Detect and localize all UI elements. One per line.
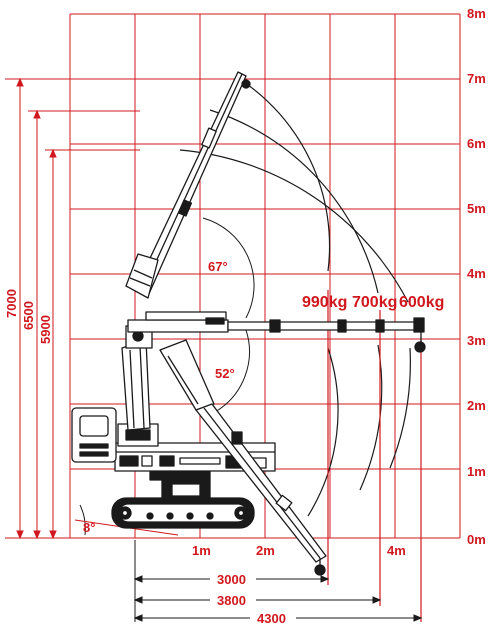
reach-4300: 4300 bbox=[257, 611, 286, 626]
load-700kg: 700kg bbox=[352, 294, 397, 311]
load-990kg: 990kg bbox=[302, 294, 347, 311]
label-4m: 4m bbox=[467, 266, 486, 281]
load-600kg: 600kg bbox=[399, 294, 444, 311]
reach-3800: 3800 bbox=[217, 593, 246, 608]
height-dimensions bbox=[5, 77, 140, 540]
label-6m: 6m bbox=[467, 136, 486, 151]
reach-dimensions bbox=[133, 540, 423, 622]
height-7000: 7000 bbox=[4, 289, 19, 318]
angle-8: 8° bbox=[83, 520, 95, 535]
reach-lines bbox=[327, 290, 422, 622]
main-column bbox=[121, 325, 153, 431]
label-1m: 1m bbox=[467, 464, 486, 479]
height-dimension-labels: 7000 6500 5900 bbox=[4, 289, 53, 344]
height-axis-labels: 8m 7m 6m 5m 4m 3m 2m 1m 0m bbox=[467, 6, 486, 547]
horizontal-boom bbox=[127, 311, 426, 353]
engine-housing bbox=[71, 407, 117, 463]
label-4m-horizontal: 4m bbox=[387, 543, 406, 558]
crawler-track bbox=[111, 479, 255, 529]
height-6500: 6500 bbox=[21, 301, 36, 330]
height-5900: 5900 bbox=[38, 315, 53, 344]
label-2m: 2m bbox=[467, 398, 486, 413]
upper-boom bbox=[125, 71, 251, 299]
label-5m: 5m bbox=[467, 201, 486, 216]
angle-67: 67° bbox=[208, 259, 228, 274]
reach-axis-labels: 1m 2m 4m bbox=[192, 543, 406, 558]
label-2m-horizontal: 2m bbox=[256, 543, 275, 558]
label-3m: 3m bbox=[467, 333, 486, 348]
reach-dimension-labels: 3000 3800 4300 bbox=[217, 572, 286, 626]
angle-52: 52° bbox=[215, 366, 235, 381]
label-7m: 7m bbox=[467, 71, 486, 86]
reach-3000: 3000 bbox=[217, 572, 246, 587]
crane-machine bbox=[71, 71, 426, 576]
label-1m-horizontal: 1m bbox=[192, 543, 211, 558]
label-0m: 0m bbox=[467, 532, 486, 547]
label-8m: 8m bbox=[467, 6, 486, 21]
load-labels: 990kg 700kg 600kg bbox=[302, 294, 444, 311]
angle-arcs bbox=[79, 217, 255, 536]
angle-labels: 67° 52° 8° bbox=[83, 259, 235, 535]
lower-boom bbox=[159, 339, 327, 576]
